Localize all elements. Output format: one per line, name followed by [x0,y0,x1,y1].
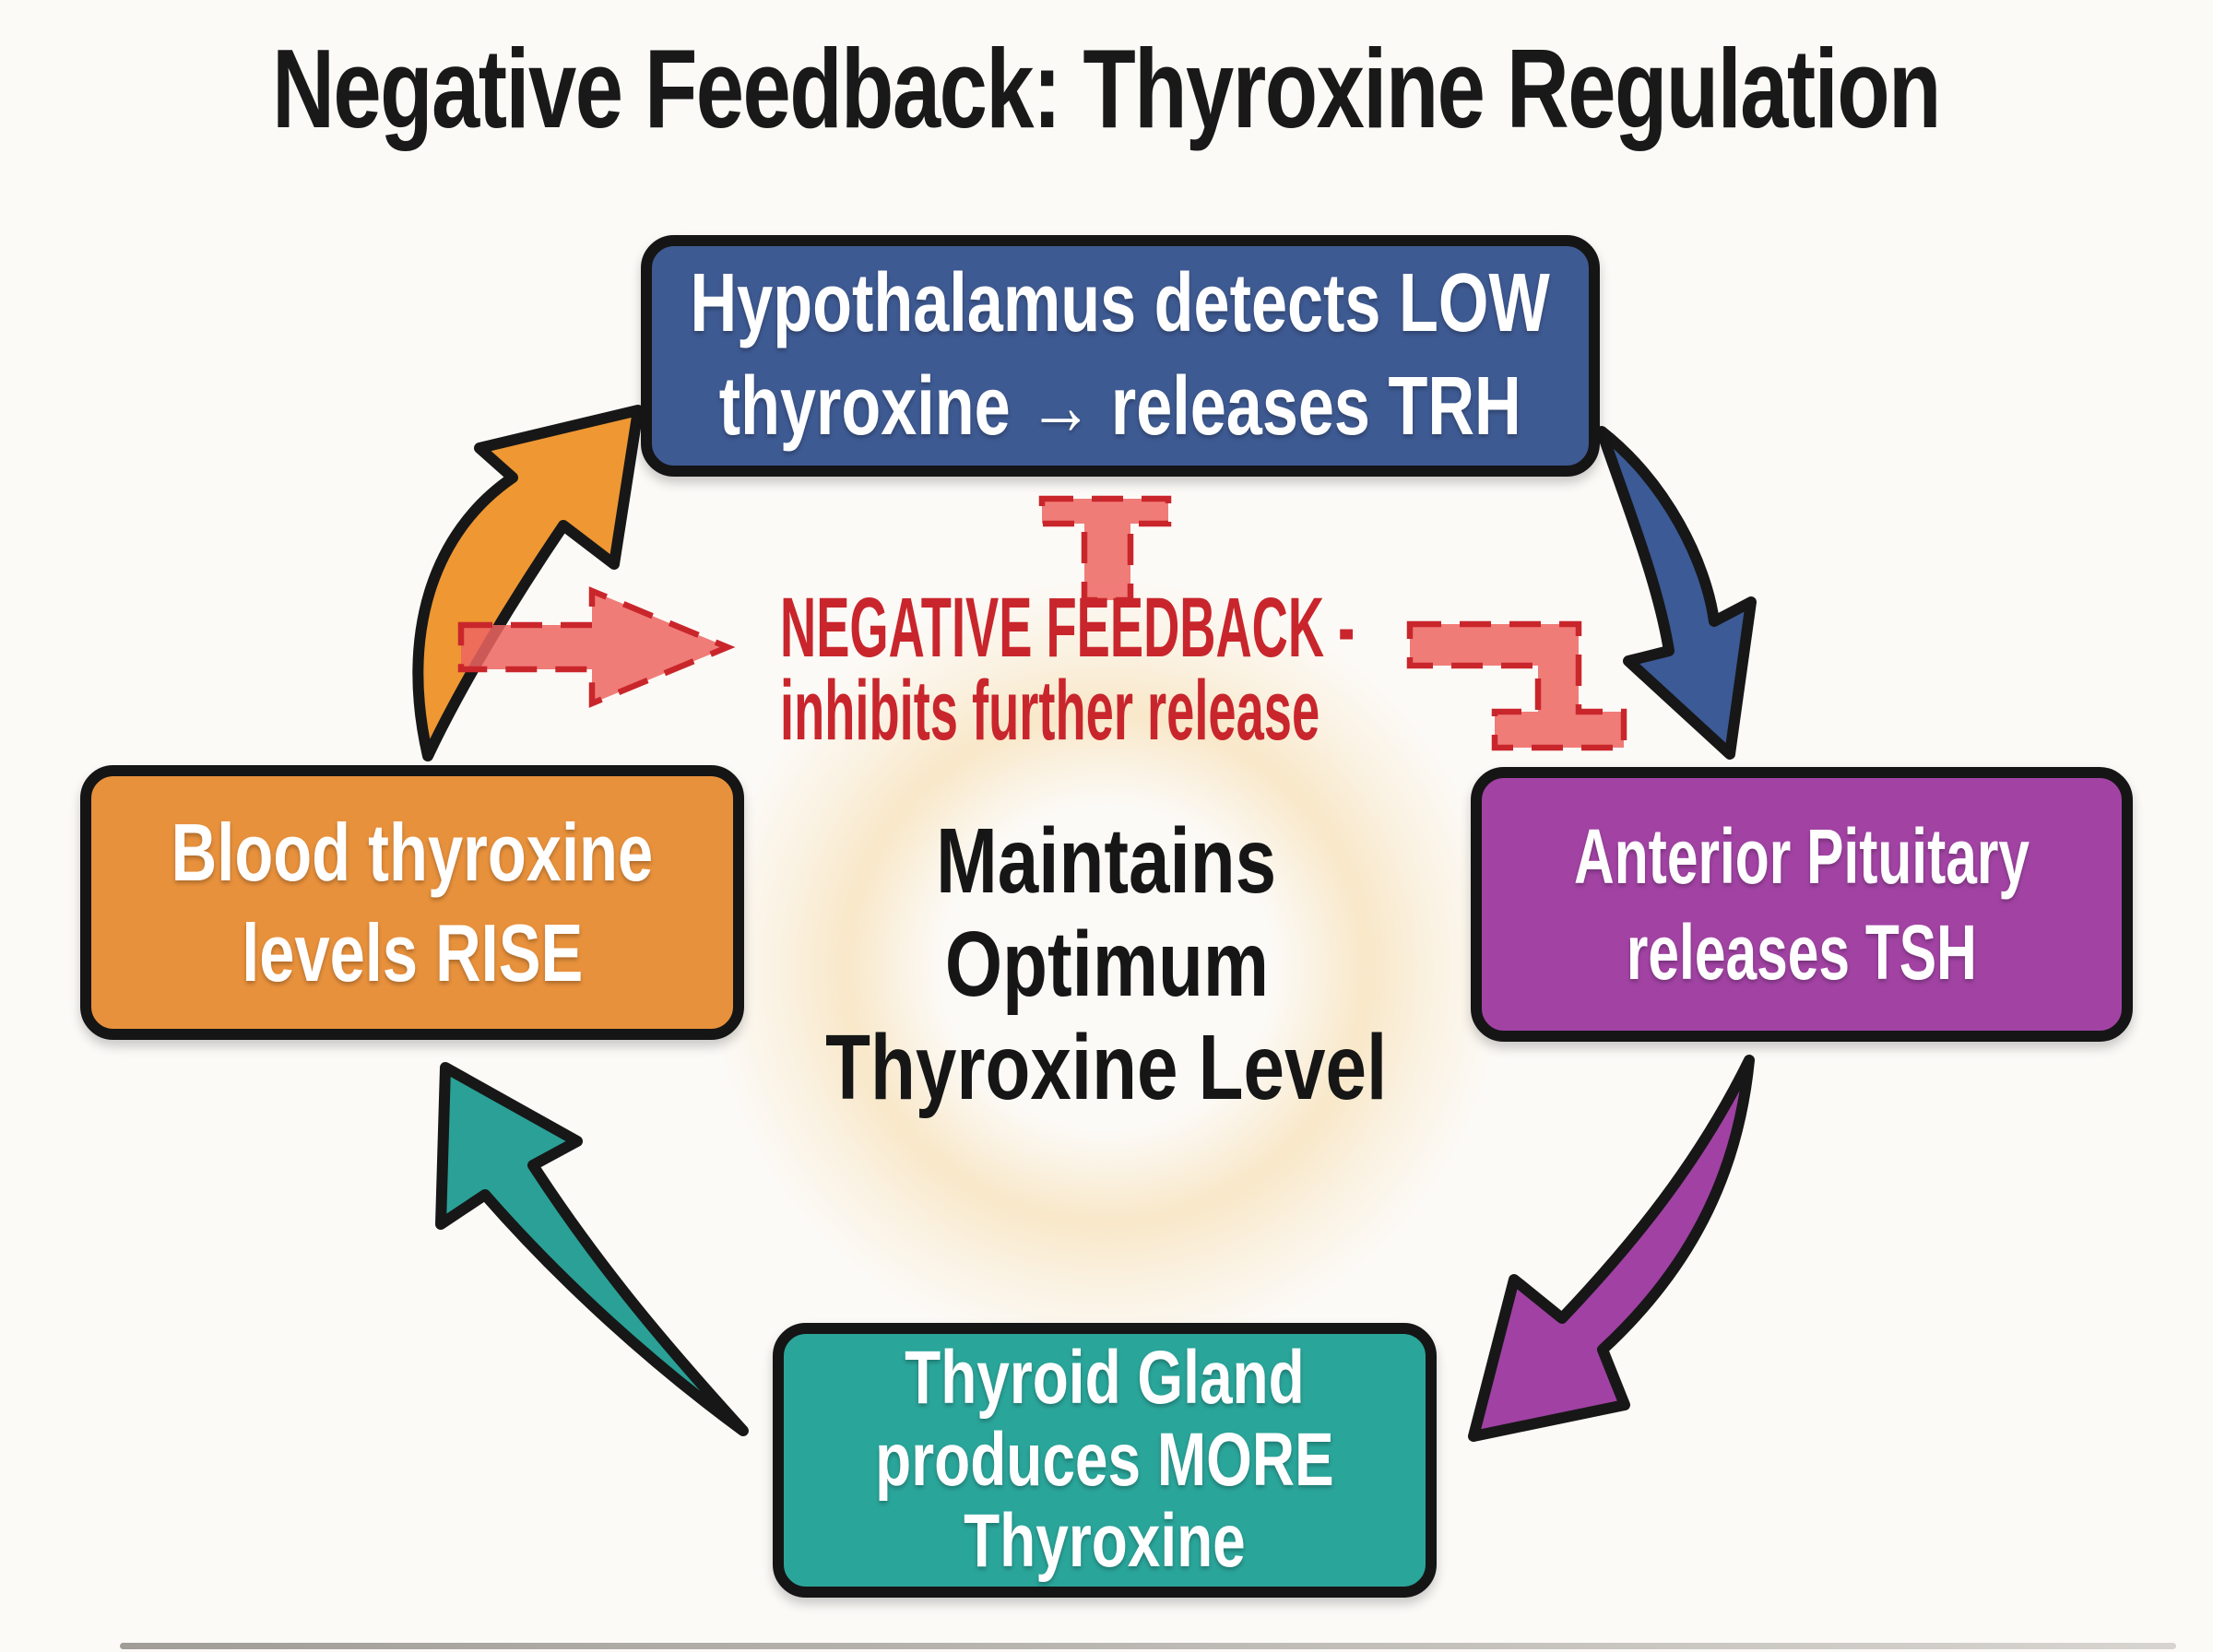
box-thyroid-line3: Thyroxine [924,1501,1285,1583]
page-title-text: Negative Feedback: Thyroxine Regulation [272,26,1942,151]
box-pituitary-line1-text: Anterior Pituitary [1573,812,2030,900]
page-title: Negative Feedback: Thyroxine Regulation [0,24,2213,153]
center-glow [673,544,1540,1392]
box-pituitary-line1: Anterior Pituitary [1485,808,2118,904]
box-blood-line2: levels RISE [194,903,632,1003]
box-thyroid-line1: Thyroid Gland [848,1338,1361,1420]
box-hypothalamus-line2: thyroxine → releases TRH [606,356,1634,459]
box-blood-line1-text: Blood thyroxine [171,806,654,898]
arrow-pituitary-to-thyroid-icon [1468,1055,1755,1442]
box-thyroid-line2-text: produces MORE [875,1417,1334,1502]
box-pituitary-line2-text: releases TSH [1627,909,1977,996]
box-blood-line2-text: levels RISE [241,907,584,998]
box-blood-line1: Blood thyroxine [103,802,721,903]
negative-feedback-label: NEGATIVE FEEDBACK - inhibits further rel… [780,581,1754,759]
center-caption-line3-text: Thyroxine Level [825,1016,1388,1119]
negative-feedback-symbols [457,495,1627,751]
box-hypothalamus-line2-text: thyroxine → releases TRH [718,360,1522,453]
center-caption-line1: Maintains [645,809,1568,913]
arrow-blood-to-hypothalamus-icon [412,405,644,761]
center-caption-line3: Thyroxine Level [645,1016,1568,1119]
feedback-dashed-arrow-icon [457,586,736,708]
inhibition-tbar-pituitary-icon [1406,620,1627,751]
negative-feedback-line2-text: inhibits further release [780,664,1320,759]
bottom-edge-artifact [120,1643,2176,1649]
box-hypothalamus-line1: Hypothalamus detects LOW [569,253,1671,356]
arrow-hypothalamus-to-pituitary-icon [1596,426,1757,760]
box-pituitary-line2: releases TSH [1558,904,2045,1000]
box-thyroid-line1-text: Thyroid Gland [905,1336,1305,1421]
inhibition-tbar-hypothalamus-icon [1038,495,1172,604]
center-caption-line1-text: Maintains [936,809,1277,913]
center-caption-line2: Optimum [645,913,1568,1016]
box-thyroid-line3-text: Thyroxine [964,1499,1246,1584]
center-caption-line2-text: Optimum [944,913,1269,1016]
center-caption: Maintains Optimum Thyroxine Level [645,809,1568,1119]
box-hypothalamus: Hypothalamus detects LOW thyroxine → rel… [641,235,1600,477]
negative-feedback-line1: NEGATIVE FEEDBACK - [780,581,1754,675]
box-thyroid-line2: produces MORE [811,1417,1399,1502]
negative-feedback-line2: inhibits further release [780,664,1754,759]
box-hypothalamus-line1-text: Hypothalamus detects LOW [690,257,1551,350]
box-anterior-pituitary: Anterior Pituitary releases TSH [1471,767,2133,1042]
box-blood-thyroxine: Blood thyroxine levels RISE [80,765,744,1040]
arrow-thyroid-to-blood-icon [435,1062,749,1436]
box-thyroid-gland: Thyroid Gland produces MORE Thyroxine [773,1323,1437,1598]
negative-feedback-line1-text: NEGATIVE FEEDBACK - [780,581,1355,675]
